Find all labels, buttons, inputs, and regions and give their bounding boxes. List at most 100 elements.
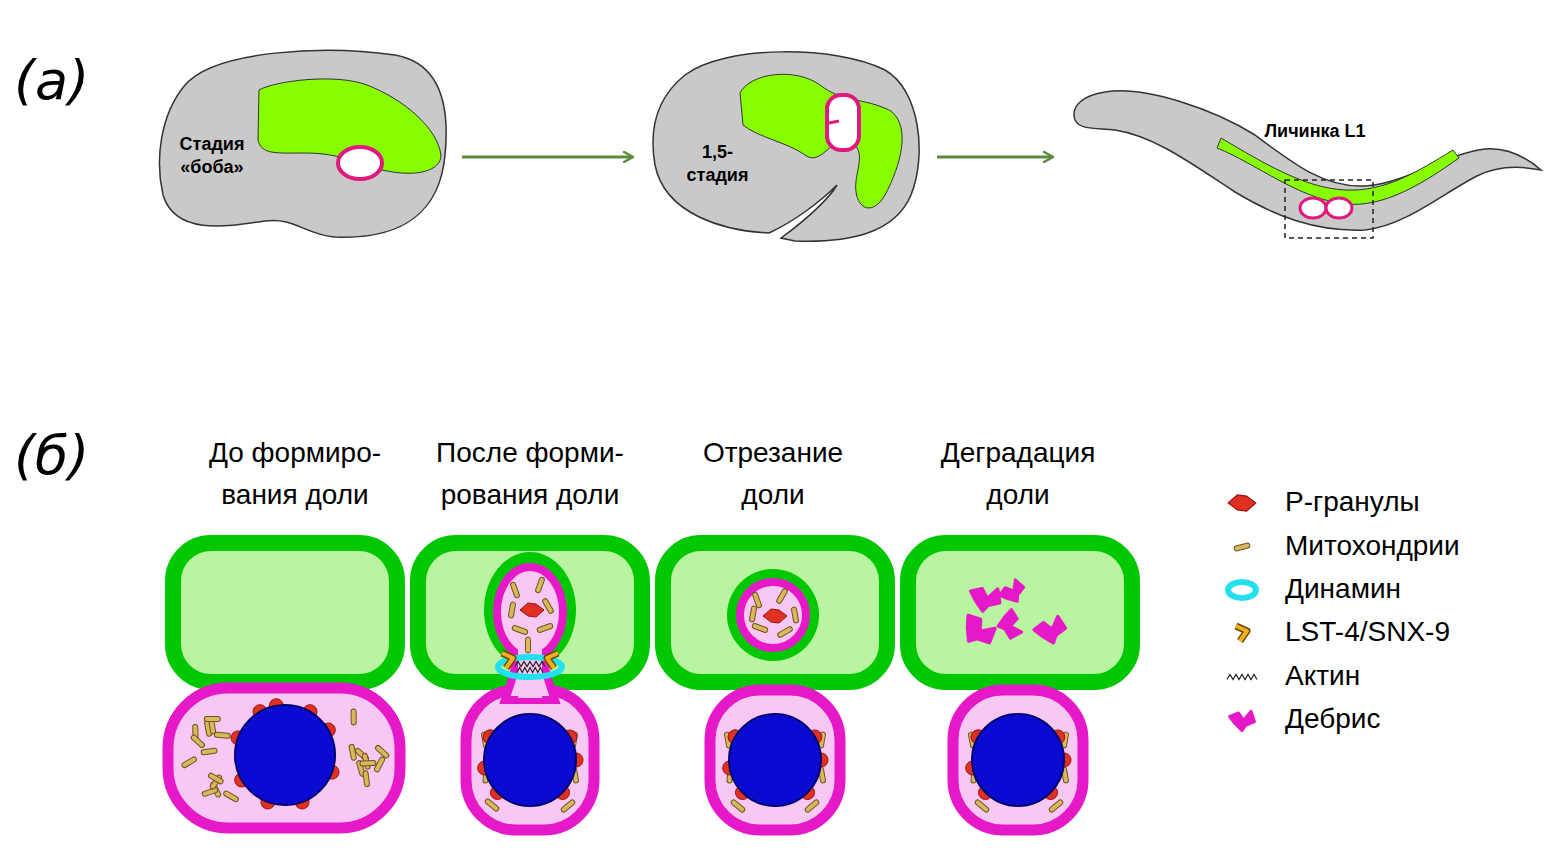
germ-cell — [466, 690, 594, 830]
intestinal-cell — [173, 543, 397, 682]
stage-lobe-formed — [418, 543, 642, 830]
pgc-pair — [827, 95, 859, 150]
intestinal-membrane — [484, 552, 576, 668]
pgc — [1326, 198, 1352, 218]
intestinal-cell — [663, 543, 887, 682]
legend-text: LST-4/SNX-9 — [1285, 616, 1450, 648]
larva-body — [1074, 91, 1541, 230]
mitochondrion — [791, 607, 799, 624]
embryo-body — [159, 50, 446, 237]
legend-text: Динамин — [1285, 573, 1401, 605]
lst4-snx9 — [547, 653, 558, 668]
panel-letter: (а) — [14, 40, 104, 121]
stage-heading: После форми- рования доли — [420, 432, 640, 516]
p-granule — [763, 609, 787, 623]
mitochondrion — [510, 582, 520, 599]
panel-letter: (б) — [14, 415, 104, 496]
lst4-snx9 — [502, 653, 513, 668]
mitochondrion — [201, 748, 218, 755]
actin-filament — [1227, 675, 1257, 680]
p-granule — [1228, 495, 1256, 511]
nucleus — [484, 714, 576, 806]
mitochondrion — [730, 799, 745, 813]
debris — [968, 584, 1003, 613]
germ-cell — [710, 690, 840, 830]
stage-outline — [645, 45, 925, 245]
legend-icons — [1227, 495, 1257, 731]
mitochondrion — [363, 770, 370, 787]
debris — [997, 578, 1029, 608]
pgc — [1300, 198, 1326, 218]
mitochondrion — [777, 626, 793, 638]
mitochondrion — [749, 606, 757, 623]
stage-lobe-scission — [663, 543, 887, 830]
germ-cell — [168, 688, 400, 828]
mitochondrion — [214, 732, 230, 738]
gut-primordium — [740, 74, 902, 208]
mitochondrion — [190, 734, 205, 748]
mitochondrion — [1234, 543, 1251, 552]
lst4-snx9 — [1236, 626, 1247, 641]
intestinal-membrane — [727, 569, 819, 661]
legend-text: Митохондрии — [1285, 530, 1460, 562]
debris — [996, 608, 1023, 639]
embryo-stage: 1,5- стадия — [645, 45, 925, 245]
lst4-snx9 — [547, 653, 558, 668]
mitochondrion — [508, 602, 516, 619]
pgc-division — [829, 121, 839, 123]
mitochondrion — [974, 799, 989, 813]
mitochondrion — [542, 598, 554, 614]
mitochondrion — [349, 744, 357, 761]
embryo-body — [653, 52, 919, 241]
debris — [1032, 615, 1068, 646]
intestinal-cell — [908, 543, 1132, 682]
mitochondrion — [360, 760, 376, 766]
p-granule — [520, 603, 544, 617]
intestinal-cell — [418, 543, 642, 682]
legend-text: P-гранулы — [1285, 486, 1420, 518]
debris — [1229, 711, 1254, 731]
actin-filament — [515, 662, 545, 667]
embryo-stage: Стадия «боба» — [155, 45, 450, 245]
mitochondrion — [484, 798, 499, 812]
mitochondrion — [526, 637, 531, 653]
stage-arrow — [937, 156, 1053, 159]
stage-lobe-degradation — [908, 543, 1132, 830]
mitochondrion — [181, 756, 197, 768]
mitochondrion — [776, 588, 788, 604]
mitochondrion — [560, 799, 575, 813]
larva-gut — [1217, 138, 1459, 204]
nucleus — [235, 705, 335, 805]
mitochondrion — [1048, 799, 1063, 813]
stage-outline — [1065, 80, 1545, 245]
embryo-stage: Личинка L1 — [1065, 80, 1545, 245]
mitochondrion — [512, 625, 529, 635]
mitochondrion — [752, 623, 769, 633]
stage-label: Стадия «боба» — [167, 133, 257, 178]
lst4-snx9 — [1236, 626, 1247, 641]
pgc-pair — [338, 147, 382, 179]
mitochondrion — [202, 787, 219, 797]
actin-filament — [517, 668, 543, 673]
germ-cell-lobe — [497, 567, 563, 657]
mitochondrion — [537, 623, 554, 633]
nucleus — [972, 714, 1064, 806]
stage-heading: Отрезание доли — [688, 432, 858, 516]
mitochondrion — [374, 756, 386, 773]
mitochondrion — [208, 772, 224, 784]
lst4-snx9 — [502, 653, 513, 668]
mitochondrion — [223, 790, 239, 802]
mitochondrion — [804, 799, 819, 813]
germ-cell — [953, 690, 1083, 830]
stage-label: 1,5- стадия — [685, 141, 750, 186]
stage-before — [168, 543, 400, 828]
mitochondrion — [535, 577, 545, 594]
dynamin-ring — [1228, 582, 1256, 598]
stage-heading: До формиро- вания доли — [185, 432, 405, 516]
mitochondrion — [351, 709, 356, 725]
mitochondrion — [204, 717, 220, 722]
stage-arrow — [462, 156, 633, 159]
nucleus — [729, 714, 821, 806]
germ-cell-lobe — [740, 582, 806, 648]
